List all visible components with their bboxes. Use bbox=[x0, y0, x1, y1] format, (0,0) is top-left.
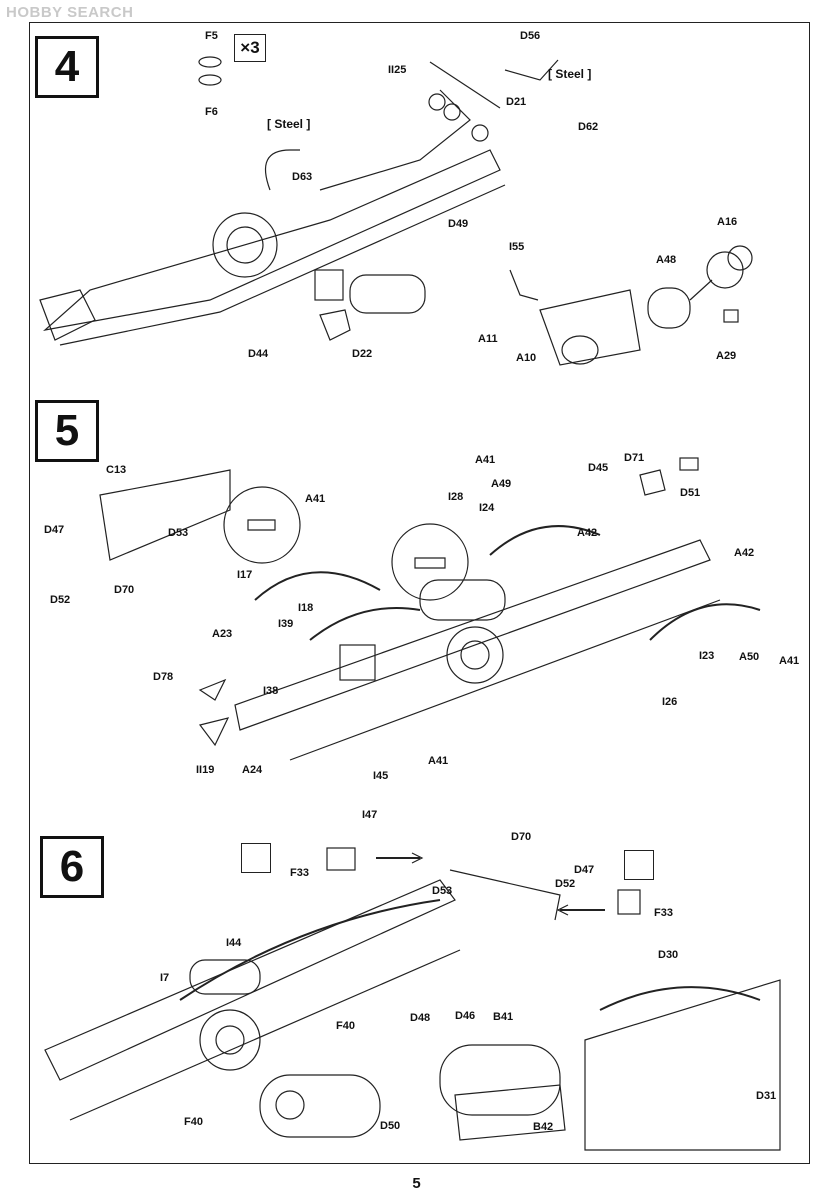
part-label: I45 bbox=[373, 770, 389, 782]
part-label: A29 bbox=[716, 350, 737, 362]
part-label: D44 bbox=[248, 348, 269, 360]
part-label: D46 bbox=[455, 1010, 476, 1022]
part-label: A42 bbox=[734, 547, 755, 559]
part-label: I18 bbox=[298, 602, 314, 614]
part-label: A41 bbox=[428, 755, 449, 767]
part-label: II19 bbox=[196, 764, 215, 776]
part-label: I44 bbox=[226, 937, 242, 949]
part-label: D62 bbox=[578, 121, 599, 133]
part-label: F5 bbox=[205, 30, 218, 42]
cutter-icon bbox=[241, 843, 271, 873]
part-label: D22 bbox=[352, 348, 373, 360]
part-label: F40 bbox=[184, 1116, 203, 1128]
part-label: A11 bbox=[478, 333, 498, 345]
part-label: I7 bbox=[160, 972, 170, 984]
quantity-badge: ×3 bbox=[234, 34, 266, 62]
part-label: D47 bbox=[574, 864, 595, 876]
part-label: F40 bbox=[336, 1020, 355, 1032]
cutter-icon bbox=[624, 850, 654, 880]
part-label: A42 bbox=[577, 527, 598, 539]
step6-chassis-drawing bbox=[44, 847, 781, 1151]
step-5-number: 5 bbox=[35, 400, 99, 462]
part-label: A41 bbox=[305, 493, 326, 505]
watermark: HOBBY SEARCH bbox=[6, 4, 134, 21]
part-label: I39 bbox=[278, 618, 294, 630]
part-label: A49 bbox=[491, 478, 512, 490]
part-label: I55 bbox=[509, 241, 525, 253]
part-label: I47 bbox=[362, 809, 378, 821]
part-label: D47 bbox=[44, 524, 65, 536]
part-label: D31 bbox=[756, 1090, 777, 1102]
part-label: F33 bbox=[654, 907, 673, 919]
part-label: D52 bbox=[555, 878, 576, 890]
part-label: A41 bbox=[475, 454, 496, 466]
part-label: F6 bbox=[205, 106, 218, 118]
part-label: I23 bbox=[699, 650, 715, 662]
part-label: A50 bbox=[739, 651, 760, 663]
part-label: A23 bbox=[212, 628, 233, 640]
part-label: D70 bbox=[511, 831, 532, 843]
part-label: A41 bbox=[779, 655, 800, 667]
part-label: F33 bbox=[290, 867, 309, 879]
instruction-page-frame bbox=[29, 22, 810, 1164]
steel-note: [ Steel ] bbox=[548, 67, 592, 81]
part-label: D49 bbox=[448, 218, 469, 230]
step5-chassis-drawing bbox=[99, 457, 761, 761]
part-label: D70 bbox=[114, 584, 135, 596]
part-label: D53 bbox=[168, 527, 189, 539]
step-4-number: 4 bbox=[35, 36, 99, 98]
part-label: D63 bbox=[292, 171, 313, 183]
part-label: A10 bbox=[516, 352, 537, 364]
part-label: I24 bbox=[479, 502, 495, 514]
step4-exhaust-drawing bbox=[509, 245, 753, 366]
part-label: D30 bbox=[658, 949, 679, 961]
part-label: D52 bbox=[50, 594, 71, 606]
part-label: I28 bbox=[448, 491, 464, 503]
part-label: D71 bbox=[624, 452, 645, 464]
part-label: II25 bbox=[388, 64, 407, 76]
part-label: D50 bbox=[380, 1120, 401, 1132]
part-label: B42 bbox=[533, 1121, 554, 1133]
part-label: B41 bbox=[493, 1011, 514, 1023]
part-label: D51 bbox=[680, 487, 701, 499]
part-label: D56 bbox=[520, 30, 541, 42]
part-label: D21 bbox=[506, 96, 527, 108]
part-label: I17 bbox=[237, 569, 253, 581]
part-label: D48 bbox=[410, 1012, 431, 1024]
part-label: D45 bbox=[588, 462, 609, 474]
step4-chassis-drawing bbox=[39, 56, 559, 346]
part-label: C13 bbox=[106, 464, 127, 476]
part-label: D78 bbox=[153, 671, 174, 683]
part-label: I26 bbox=[662, 696, 678, 708]
page-number: 5 bbox=[412, 1175, 421, 1192]
part-label: D53 bbox=[432, 885, 453, 897]
part-label: A16 bbox=[717, 216, 738, 228]
part-label: I38 bbox=[263, 685, 279, 697]
steel-note: [ Steel ] bbox=[267, 117, 311, 131]
part-label: A24 bbox=[242, 764, 263, 776]
step-6-number: 6 bbox=[40, 836, 104, 898]
part-label: A48 bbox=[656, 254, 677, 266]
